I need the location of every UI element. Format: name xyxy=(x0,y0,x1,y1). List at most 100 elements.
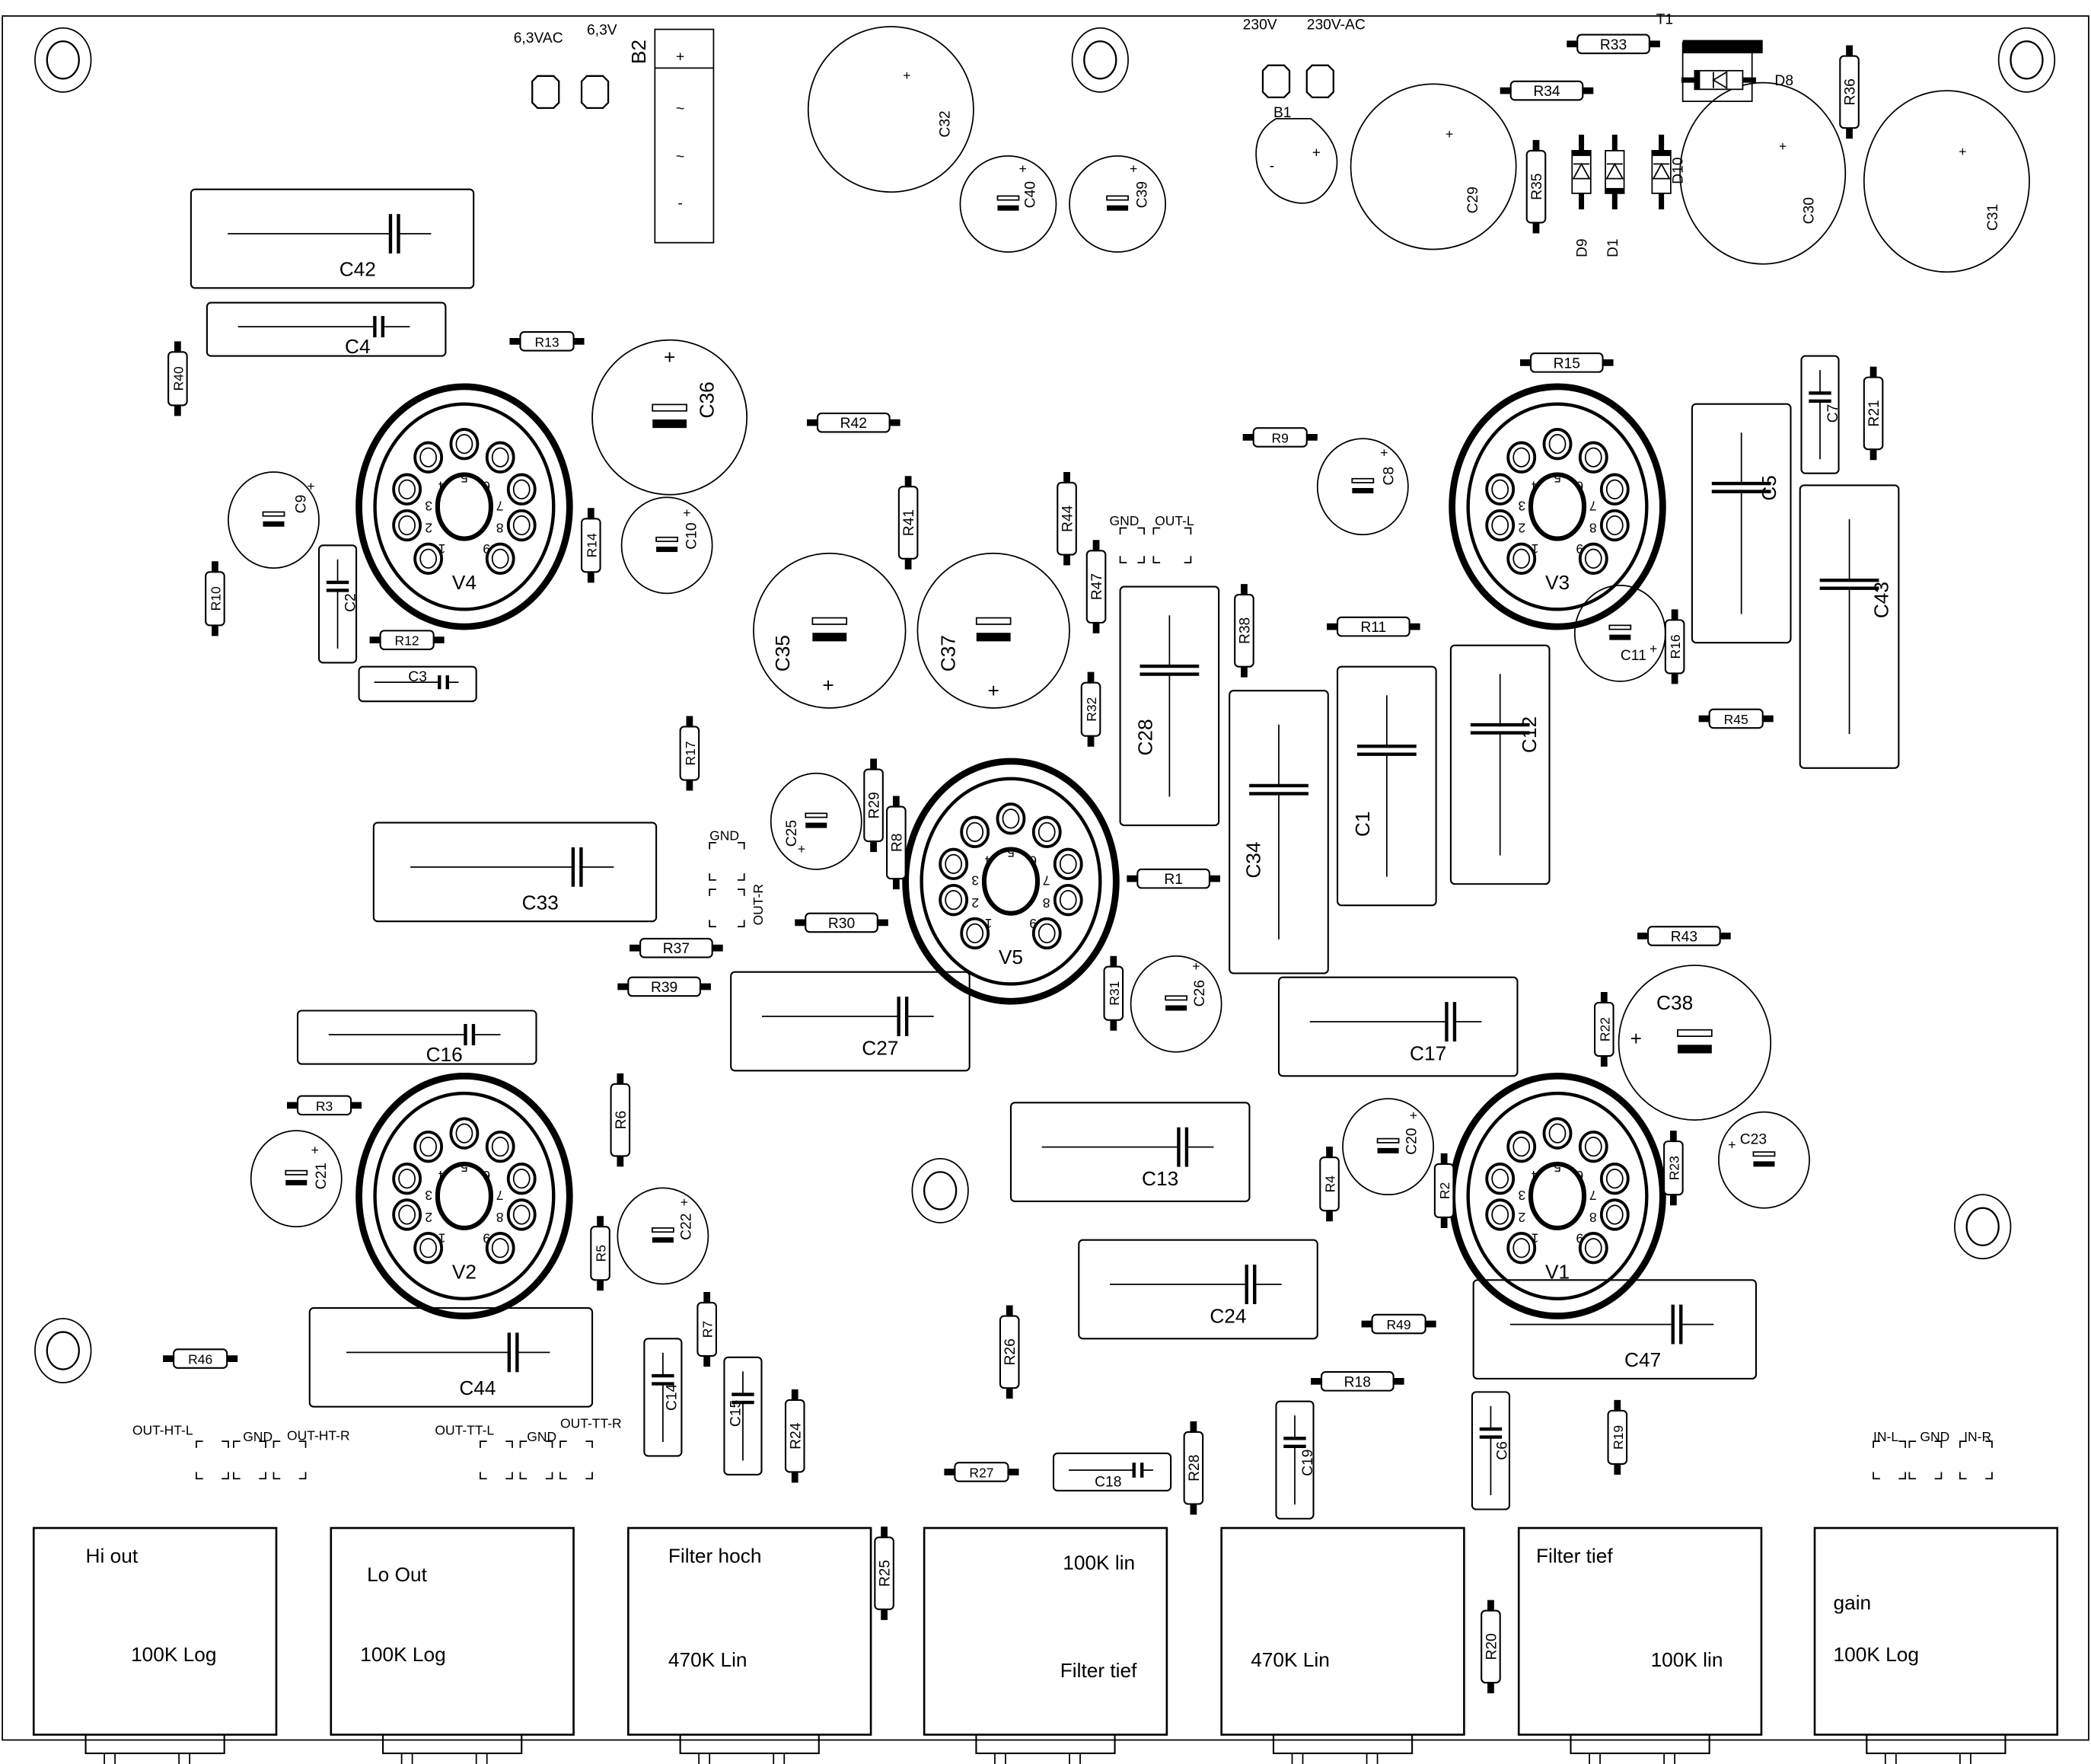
resistor-ref: R15 xyxy=(1554,356,1580,372)
electrolytic-capacitor: +C21 xyxy=(250,1130,343,1228)
resistor: R23 xyxy=(1663,1131,1684,1206)
tube-pin-label: 7 xyxy=(496,498,504,513)
tube-pin-label: 2 xyxy=(1518,1210,1525,1225)
tube-pin-label: 8 xyxy=(1043,895,1050,911)
connector-label: GND xyxy=(527,1429,556,1444)
tube-pin-pad-icon xyxy=(1485,1162,1516,1195)
resistor: R30 xyxy=(795,912,888,933)
potentiometer-name: gain xyxy=(1834,1591,1872,1614)
connector-label: OUT-HT-R xyxy=(287,1427,350,1443)
capacitor-ref: C33 xyxy=(522,891,559,914)
capacitor-ref: C13 xyxy=(1142,1167,1178,1190)
capacitor-ref: C37 xyxy=(936,635,959,671)
bridge-rectifier-b1: B1-+ xyxy=(1255,105,1338,204)
tube-pin-label: 3 xyxy=(425,1188,432,1203)
capacitor-ref: C6 xyxy=(1494,1441,1510,1460)
capacitor-ref: C35 xyxy=(771,635,794,671)
solder-pad-icon xyxy=(531,75,560,109)
electrolytic-capacitor: +C30 xyxy=(1679,81,1847,265)
tube-ref: V4 xyxy=(452,571,477,594)
capacitor-ref: C3 xyxy=(408,669,427,685)
connector-pad-icon xyxy=(1152,527,1192,563)
diode: D9 xyxy=(1571,134,1592,257)
solder-pad-icon xyxy=(1261,64,1291,98)
resistor-ref: R14 xyxy=(584,533,599,557)
resistor: R46 xyxy=(163,1348,238,1369)
tube-pin-label: 8 xyxy=(496,521,504,536)
film-capacitor: C7 xyxy=(1800,355,1841,474)
diode-symbol-icon xyxy=(1712,71,1728,90)
capacitor-ref: C31 xyxy=(1985,204,2001,231)
resistor-ref: R20 xyxy=(1484,1633,1500,1660)
resistor: R39 xyxy=(617,976,711,997)
film-capacitor: C34 xyxy=(1229,690,1329,975)
tube-pin-label: 5 xyxy=(1554,1160,1561,1175)
tube-pin-label: 6 xyxy=(1029,853,1037,868)
film-capacitor: C19 xyxy=(1275,1400,1316,1520)
tube-pin-label: 1 xyxy=(438,1230,446,1246)
tube-pin-label: 9 xyxy=(1576,1230,1583,1246)
polarity-plus-icon: + xyxy=(1410,1108,1417,1123)
tube-pin-label: 5 xyxy=(1554,470,1561,485)
connector-label: GND xyxy=(1110,513,1140,528)
resistor: R16 xyxy=(1664,609,1685,684)
resistor-ref: R37 xyxy=(663,941,690,957)
capacitor-ref: C28 xyxy=(1134,719,1157,755)
diode-symbol-icon xyxy=(1652,162,1671,180)
tube-pin-pad-icon xyxy=(506,473,537,506)
capacitor-ref: C1 xyxy=(1351,812,1374,837)
tube-pin-label: 8 xyxy=(1589,1210,1597,1225)
bridge-pin-label: - xyxy=(677,196,682,212)
heater-dc-label: 6,3V xyxy=(587,23,617,39)
resistor-ref: R45 xyxy=(1724,712,1748,727)
tube-pin-pad-icon xyxy=(1599,1162,1630,1195)
polarity-plus-icon: + xyxy=(1446,126,1453,142)
bridge-pin-label: ~ xyxy=(676,149,684,165)
resistor: R28 xyxy=(1183,1421,1204,1515)
bridge-ref: B1 xyxy=(1273,105,1292,121)
potentiometer-name: Filter tief xyxy=(1536,1545,1613,1568)
connector-pad-icon xyxy=(1908,1440,1943,1480)
capacitor-ref: C21 xyxy=(314,1163,330,1189)
capacitor-ref: C18 xyxy=(1095,1475,1121,1491)
capacitor-ref: C44 xyxy=(459,1376,496,1399)
electrolytic-capacitor: +C25 xyxy=(770,772,862,870)
bridge-ref: B2 xyxy=(627,40,650,64)
potentiometer-value: 470K Lin xyxy=(668,1648,747,1671)
tube-pin-pad-icon xyxy=(1031,917,1062,950)
connector-label: GND xyxy=(1920,1429,1949,1444)
tube-pin-pad-icon xyxy=(960,815,990,849)
resistor-ref: R41 xyxy=(901,509,917,536)
film-capacitor: C1 xyxy=(1336,665,1437,907)
resistor: R18 xyxy=(1311,1371,1404,1392)
resistor: R41 xyxy=(897,476,919,569)
tube-pin-label: 7 xyxy=(1043,873,1050,888)
resistor-ref: R5 xyxy=(594,1245,609,1262)
resistor: R9 xyxy=(1242,427,1318,448)
polarity-plus-icon: + xyxy=(988,679,999,702)
tube-pin-pad-icon xyxy=(1485,473,1516,506)
capacitor-ref: C38 xyxy=(1656,991,1693,1014)
resistor: R29 xyxy=(863,758,884,853)
connector-label: OUT-L xyxy=(1155,513,1194,528)
resistor-ref: R21 xyxy=(1866,400,1882,426)
electrolytic-capacitor: +C20 xyxy=(1342,1098,1435,1196)
polarity-plus-icon: + xyxy=(1728,1137,1736,1153)
capacitor-ref: C39 xyxy=(1135,181,1151,208)
potentiometer-name: Filter hoch xyxy=(668,1545,762,1568)
connector-pad-icon xyxy=(709,841,745,881)
tube-pin-pad-icon xyxy=(1578,1232,1608,1265)
capacitor-ref: C14 xyxy=(664,1383,680,1411)
solder-pad-icon xyxy=(1305,64,1334,98)
capacitor-ref: C15 xyxy=(728,1400,744,1427)
electrolytic-capacitor: + C37 xyxy=(916,552,1070,709)
tube-pin-label: 1 xyxy=(1532,541,1539,557)
electrolytic-capacitor: +C26 xyxy=(1130,955,1222,1053)
polarity-plus-icon: + xyxy=(1192,959,1200,974)
resistor-ref: R49 xyxy=(1387,1317,1411,1332)
capacitor-ref: C10 xyxy=(684,522,700,549)
